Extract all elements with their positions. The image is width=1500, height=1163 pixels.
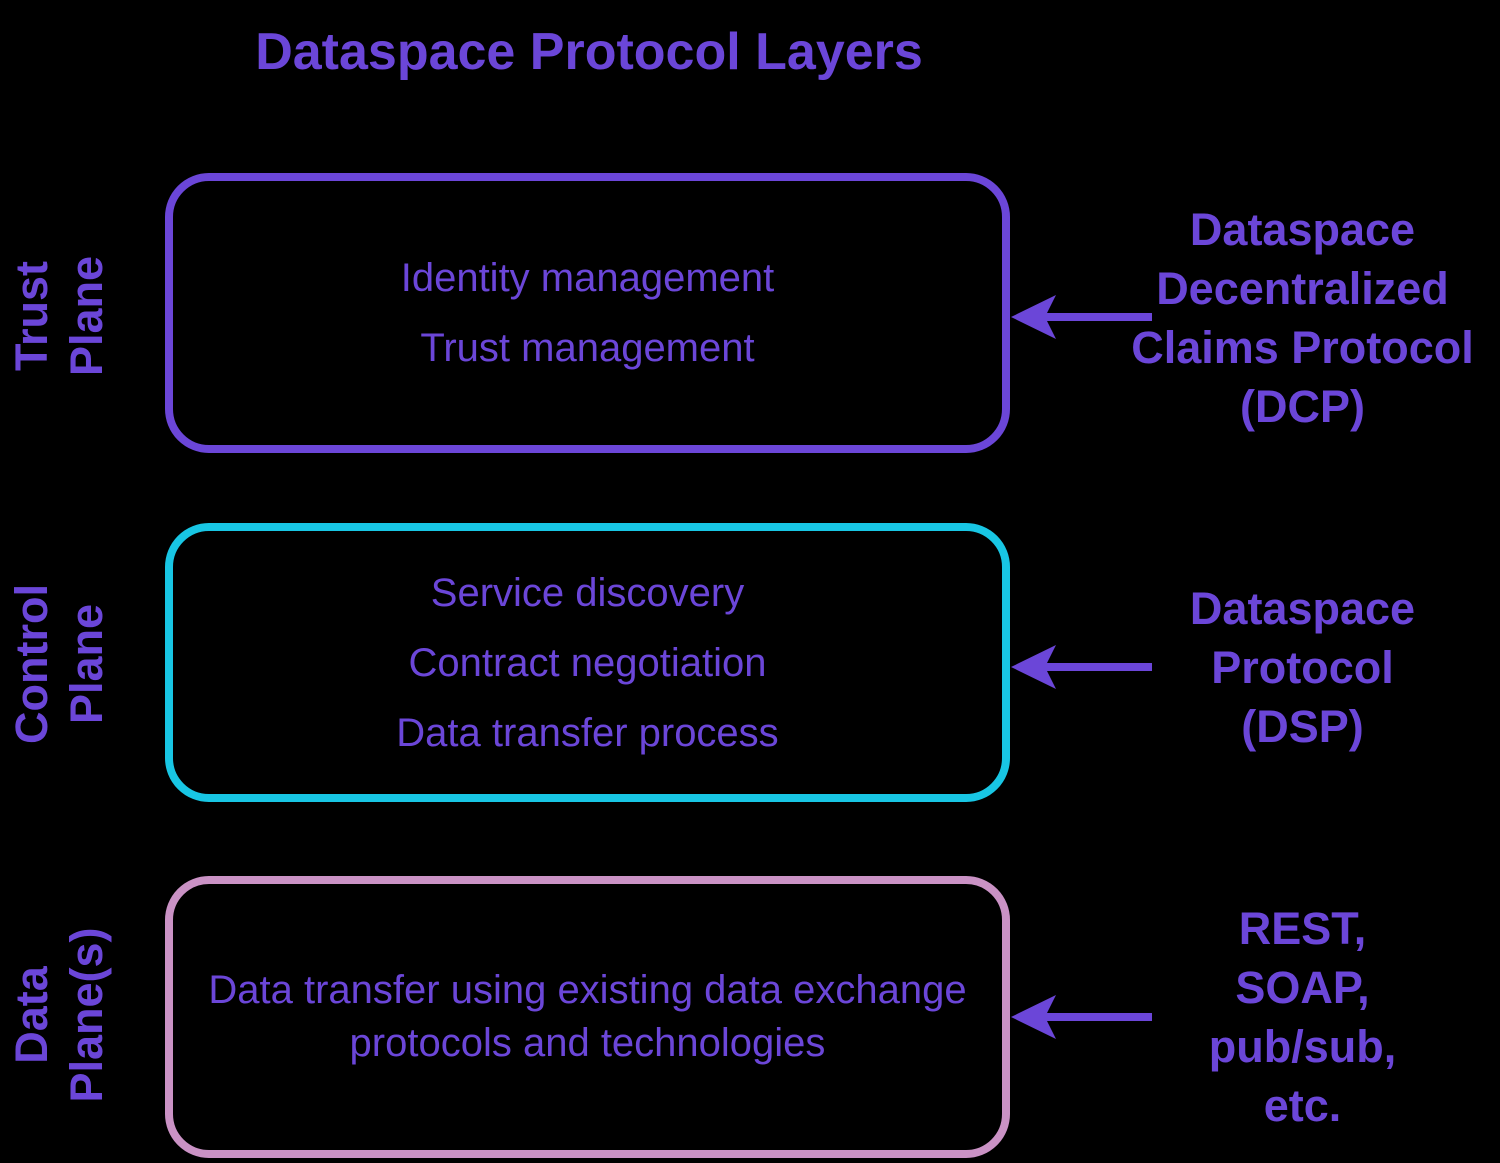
data-plane-side-label: Data Plane(s) bbox=[4, 865, 120, 1163]
rest-protocols-label: REST, SOAP, pub/sub, etc. bbox=[1110, 899, 1495, 1135]
trust-plane-side-label: Trust Plane bbox=[4, 166, 120, 466]
trust-box-line: Trust management bbox=[420, 326, 755, 370]
side-label-line: Plane bbox=[61, 255, 112, 377]
diagram-title: Dataspace Protocol Layers bbox=[255, 23, 923, 81]
control-plane-box: Service discovery Contract negotiation D… bbox=[165, 523, 1010, 802]
protocol-label-line: (DSP) bbox=[1241, 701, 1364, 752]
side-label-line: Plane bbox=[61, 603, 112, 725]
protocol-label-line: SOAP, bbox=[1235, 962, 1370, 1013]
side-label-line: Data bbox=[6, 966, 57, 1064]
protocol-label-line: Claims Protocol bbox=[1131, 322, 1474, 373]
protocol-label-line: Dataspace bbox=[1189, 583, 1416, 634]
protocol-label-line: Protocol bbox=[1211, 642, 1394, 693]
dsp-left-arrow-icon bbox=[1011, 645, 1152, 689]
protocol-label-line: Decentralized bbox=[1156, 263, 1449, 314]
protocol-label-line: (DCP) bbox=[1240, 381, 1365, 432]
trust-box-line: Identity management bbox=[400, 256, 775, 300]
trust-plane-box: Identity management Trust management bbox=[165, 173, 1010, 453]
dsp-protocol-label: Dataspace Protocol (DSP) bbox=[1110, 579, 1495, 756]
control-box-line: Service discovery bbox=[430, 570, 745, 615]
side-label-line: Trust bbox=[6, 260, 57, 372]
dcp-protocol-label: Dataspace Decentralized Claims Protocol … bbox=[1110, 200, 1495, 436]
protocol-label-line: REST, bbox=[1238, 903, 1367, 954]
side-label-line: Plane(s) bbox=[61, 927, 112, 1103]
rest-left-arrow-icon bbox=[1011, 995, 1152, 1039]
control-plane-side-label: Control Plane bbox=[4, 514, 120, 814]
data-plane-box: Data transfer using existing data exchan… bbox=[165, 876, 1010, 1158]
protocol-label-line: etc. bbox=[1263, 1080, 1342, 1131]
protocol-label-line: pub/sub, bbox=[1208, 1021, 1397, 1072]
control-box-line: Data transfer process bbox=[396, 710, 779, 755]
side-label-line: Control bbox=[6, 584, 57, 744]
control-box-line: Contract negotiation bbox=[408, 640, 767, 685]
dcp-left-arrow-icon bbox=[1011, 295, 1152, 339]
protocol-label-line: Dataspace bbox=[1189, 204, 1416, 255]
data-box-text: Data transfer using existing data exchan… bbox=[208, 967, 967, 1065]
